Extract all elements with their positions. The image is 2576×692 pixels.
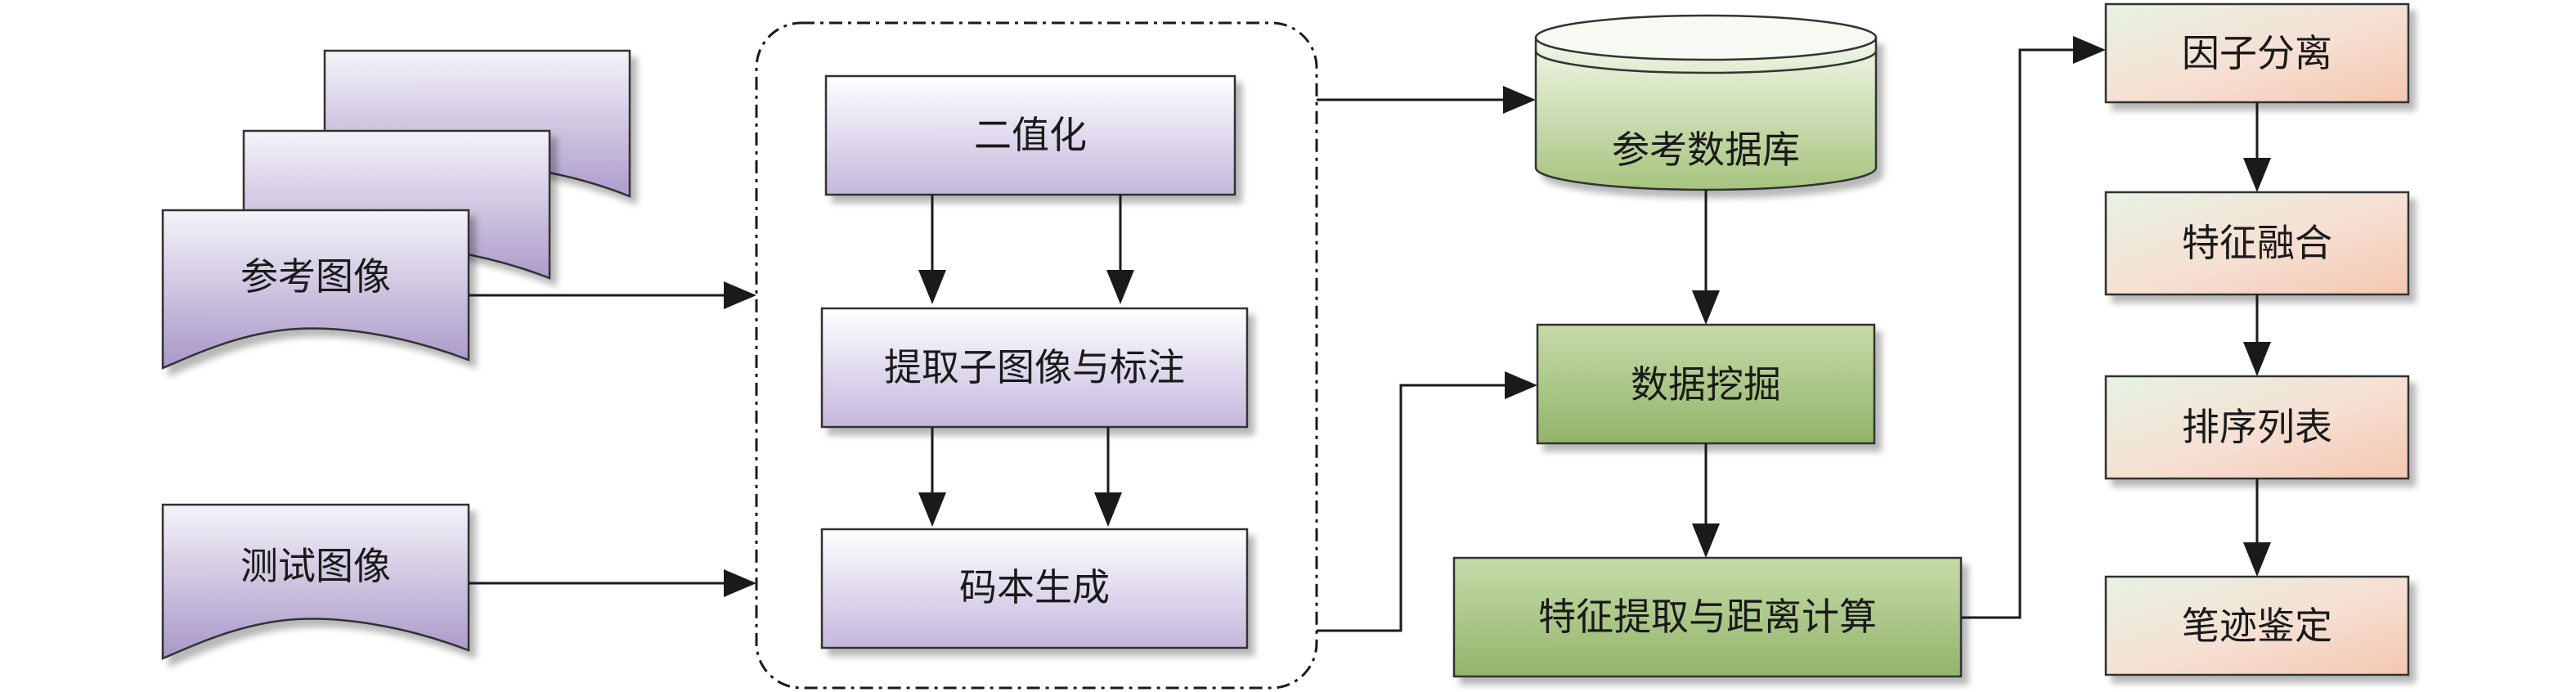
data-mining-label: 数据挖掘 <box>1631 362 1781 407</box>
test-image-label: 测试图像 <box>240 544 391 588</box>
factor-separation-box <box>2104 2 2410 104</box>
feature-distance-node: 特征提取与距离计算 <box>1452 556 1963 678</box>
factor-separation-node: 因子分离 <box>2104 2 2410 104</box>
arrow-codebook-to-mining <box>1317 384 1505 632</box>
extract-subimages-node: 提取子图像与标注 <box>820 307 1249 429</box>
arrowhead-test-to-codebook <box>724 569 756 597</box>
codebook-generation-box <box>820 528 1249 649</box>
reference-images-document-stack: 参考图像 <box>161 49 631 370</box>
reference-database-label: 参考数据库 <box>1612 128 1800 172</box>
arrowhead-database-to-mining <box>1692 290 1720 325</box>
database-cylinder-top <box>1534 14 1878 61</box>
feature-fusion-label: 特征融合 <box>2182 221 2332 265</box>
extract-subimages-box <box>820 307 1249 429</box>
binarize-label: 二值化 <box>974 113 1087 157</box>
data-mining-box <box>1536 323 1876 445</box>
data-mining-node: 数据挖掘 <box>1536 323 1876 445</box>
connectors <box>469 36 2271 632</box>
ranking-list-box <box>2104 375 2410 480</box>
handwriting-identification-box <box>2104 575 2410 676</box>
arrow-feature-to-factor <box>1961 48 2073 619</box>
arrowhead-codebook-to-mining <box>1505 371 1537 399</box>
arrowhead-fusion-to-ranking <box>2243 342 2271 376</box>
binarize-box <box>824 74 1236 196</box>
arrowhead-binarize-to-extract-left <box>918 270 946 304</box>
arrowhead-factor-to-fusion <box>2243 158 2271 192</box>
reference-database-node: 参考数据库 <box>1534 14 1878 191</box>
codebook-generation-node: 码本生成 <box>820 528 1249 649</box>
arrowhead-reference-to-codebook <box>724 281 756 309</box>
codebook-generation-label: 码本生成 <box>959 565 1110 609</box>
extract-subimages-label: 提取子图像与标注 <box>884 345 1185 389</box>
document-sheet-front <box>161 209 470 370</box>
arrowhead-codebook-to-database <box>1503 86 1536 114</box>
ranking-list-label: 排序列表 <box>2182 405 2332 449</box>
feature-distance-label: 特征提取与距离计算 <box>1538 595 1877 639</box>
handwriting-identification-node: 笔迹鉴定 <box>2104 575 2410 676</box>
arrowhead-binarize-to-extract-right <box>1106 270 1134 304</box>
arrowhead-feature-to-factor <box>2073 36 2106 64</box>
database-cylinder-rim <box>1534 50 1878 74</box>
arrowhead-extract-to-codebook-left <box>918 492 946 527</box>
test-image-document: 测试图像 <box>161 503 470 660</box>
arrowhead-mining-to-feature <box>1692 523 1720 558</box>
arrowhead-extract-to-codebook-right <box>1094 492 1122 527</box>
feature-fusion-node: 特征融合 <box>2104 191 2410 296</box>
ranking-list-node: 排序列表 <box>2104 375 2410 480</box>
arrowhead-ranking-to-identification <box>2243 542 2271 577</box>
codebook-stage-container <box>755 21 1318 690</box>
binarize-node: 二值化 <box>824 74 1236 196</box>
document-sheet <box>161 503 470 660</box>
reference-images-label: 参考图像 <box>240 254 391 299</box>
factor-separation-label: 因子分离 <box>2182 31 2332 75</box>
handwriting-identification-label: 笔迹鉴定 <box>2182 604 2332 648</box>
database-cylinder <box>1534 36 1878 191</box>
